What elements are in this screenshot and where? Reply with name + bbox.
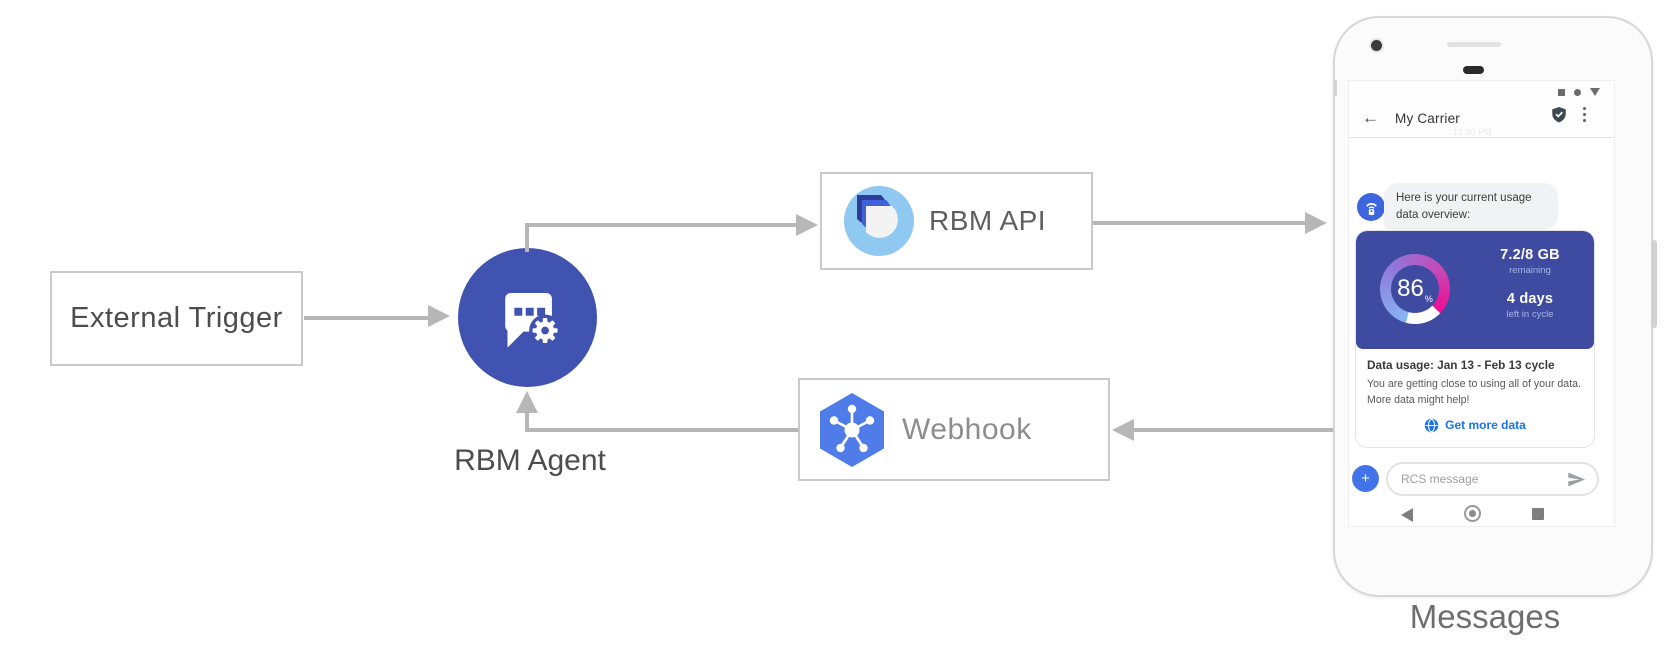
quota-value: 7.2/8 GB (1500, 247, 1560, 263)
nav-back-button[interactable] (1401, 508, 1413, 522)
cycle-body-line1: You are getting close to using all of yo… (1367, 378, 1581, 390)
overflow-menu-icon[interactable] (1582, 106, 1586, 123)
chat-bubble: Here is your current usage data overview… (1384, 183, 1558, 231)
carrier-avatar (1357, 193, 1385, 221)
globe-icon (1424, 418, 1439, 433)
arrow-agent-to-api-head (796, 214, 818, 236)
rbm-agent-node (458, 248, 597, 387)
cycle-title: Data usage: Jan 13 - Feb 13 cycle (1367, 358, 1555, 372)
data-usage-gauge: 86 % (1380, 254, 1450, 324)
rcs-message-input[interactable] (1401, 472, 1567, 486)
usage-card: 86 % 7.2/8 GB remaining 4 days left in c… (1355, 230, 1595, 448)
nav-home-button[interactable] (1464, 505, 1481, 522)
get-more-data-label: Get more data (1445, 418, 1526, 433)
chat-bubble-gear-icon (504, 292, 561, 348)
rbm-api-box: RBM API (820, 172, 1093, 270)
faint-timestamp: 12:30 PM (1452, 127, 1492, 137)
arrow-agent-to-api-hline (525, 223, 796, 227)
attach-plus-button[interactable]: + (1352, 465, 1379, 492)
arrow-webhook-to-agent-vline (525, 412, 529, 430)
quota-label: remaining (1509, 265, 1551, 276)
phone-power-button (1651, 240, 1657, 328)
arrow-trigger-to-agent-line (304, 316, 430, 320)
back-arrow-icon[interactable]: ← (1362, 108, 1379, 127)
rbm-api-logo-icon (844, 186, 914, 256)
messages-caption: Messages (1409, 598, 1561, 635)
webhook-label: Webhook (902, 412, 1032, 446)
front-camera (1371, 40, 1382, 51)
rbm-agent-label: RBM Agent (454, 444, 606, 477)
message-composer (1386, 462, 1599, 496)
usage-info: Data usage: Jan 13 - Feb 13 cycle You ar… (1356, 349, 1594, 433)
verified-shield-icon (1551, 107, 1566, 123)
arrow-phone-to-webhook-head (1112, 419, 1134, 441)
get-more-data-button[interactable]: Get more data (1367, 418, 1583, 433)
app-bar: ← My Carrier 12:30 PM (1349, 81, 1614, 138)
arrow-api-to-phone-line (1093, 221, 1305, 225)
arrow-phone-to-webhook-line (1133, 428, 1335, 432)
antenna-icon (1365, 202, 1377, 215)
status-triangle-icon (1590, 88, 1600, 96)
earpiece-speaker (1463, 66, 1484, 74)
cycle-body-line2: More data might help! (1367, 393, 1470, 406)
arrow-webhook-to-agent-head (516, 391, 538, 413)
top-speaker-slot (1447, 42, 1501, 47)
arrow-trigger-to-agent-head (428, 305, 450, 327)
gauge-percent: 86 % (1391, 265, 1439, 313)
nav-recents-button[interactable] (1532, 508, 1544, 520)
status-bar-icons (1558, 88, 1600, 96)
usage-banner: 86 % 7.2/8 GB remaining 4 days left in c… (1356, 231, 1594, 349)
days-value: 4 days (1506, 291, 1554, 307)
status-square-icon (1558, 88, 1565, 96)
arrow-api-to-phone-head (1305, 212, 1327, 234)
arrow-webhook-to-agent-hline (525, 428, 798, 432)
status-dot-icon (1574, 88, 1581, 96)
android-nav-bar (1349, 501, 1614, 528)
rbm-api-label: RBM API (929, 205, 1047, 236)
conversation-title: My Carrier (1395, 110, 1460, 126)
phone-sim-tray (1333, 80, 1337, 96)
usage-stats: 7.2/8 GB remaining 4 days left in cycle (1474, 247, 1586, 320)
phone-screen: ← My Carrier 12:30 PM (1348, 80, 1615, 527)
send-icon[interactable] (1567, 471, 1586, 488)
days-label: left in cycle (1506, 309, 1554, 320)
phone-mockup: ← My Carrier 12:30 PM (1333, 16, 1657, 597)
webhook-box: Webhook (798, 378, 1110, 481)
external-trigger-label: External Trigger (70, 302, 283, 334)
webhook-hexagon-icon (820, 392, 884, 467)
arrow-agent-to-api-vline (525, 225, 529, 252)
cycle-body: You are getting close to using all of yo… (1367, 377, 1583, 409)
external-trigger-box: External Trigger (50, 271, 303, 366)
